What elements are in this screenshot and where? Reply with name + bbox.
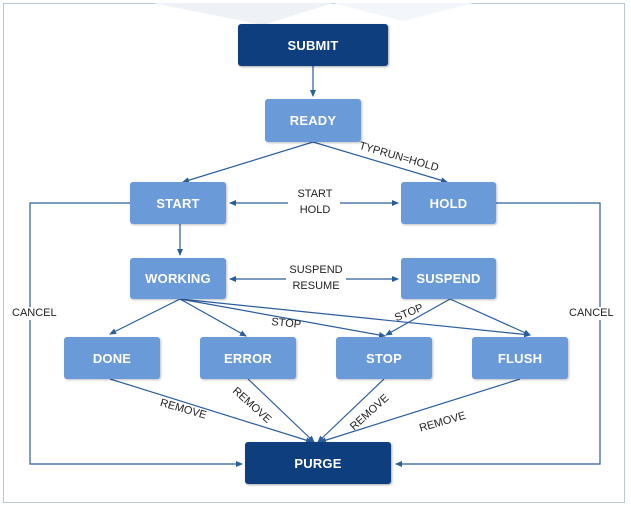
edge-done-purge xyxy=(109,378,313,444)
edge-working-stop xyxy=(179,298,386,338)
edge-stop-purge xyxy=(317,378,385,443)
edge-ready-start xyxy=(182,141,314,184)
edge-working-error xyxy=(179,298,247,337)
edge-cancel-right xyxy=(395,202,601,467)
edge-suspend-stop xyxy=(385,298,451,336)
node-hold: HOLD xyxy=(401,182,496,224)
node-flush: FLUSH xyxy=(472,337,568,379)
node-working: WORKING xyxy=(130,258,226,299)
edge-cancel-left xyxy=(29,202,243,467)
node-start: START xyxy=(130,182,226,224)
node-stop: STOP xyxy=(336,337,432,379)
edge-working-done xyxy=(109,298,181,335)
edge-ready-hold xyxy=(312,141,448,184)
label-resume: RESUME xyxy=(292,280,340,292)
edge-working-flush xyxy=(179,298,531,338)
node-error: ERROR xyxy=(200,337,296,379)
node-done: DONE xyxy=(64,337,160,379)
edge-error-purge xyxy=(247,378,315,443)
node-suspend: SUSPEND xyxy=(401,258,496,299)
node-ready: READY xyxy=(265,99,361,142)
label-hold: HOLD xyxy=(299,204,331,216)
label-cancel-left: CANCEL xyxy=(11,307,58,320)
node-purge: PURGE xyxy=(245,442,391,484)
node-submit: SUBMIT xyxy=(238,24,388,66)
label-cancel-right: CANCEL xyxy=(568,307,615,320)
diagram-frame xyxy=(3,3,625,503)
label-suspend: SUSPEND xyxy=(289,264,343,276)
edge-flush-purge xyxy=(319,378,521,444)
edge-suspend-flush xyxy=(449,298,531,336)
label-start: START xyxy=(297,188,333,200)
